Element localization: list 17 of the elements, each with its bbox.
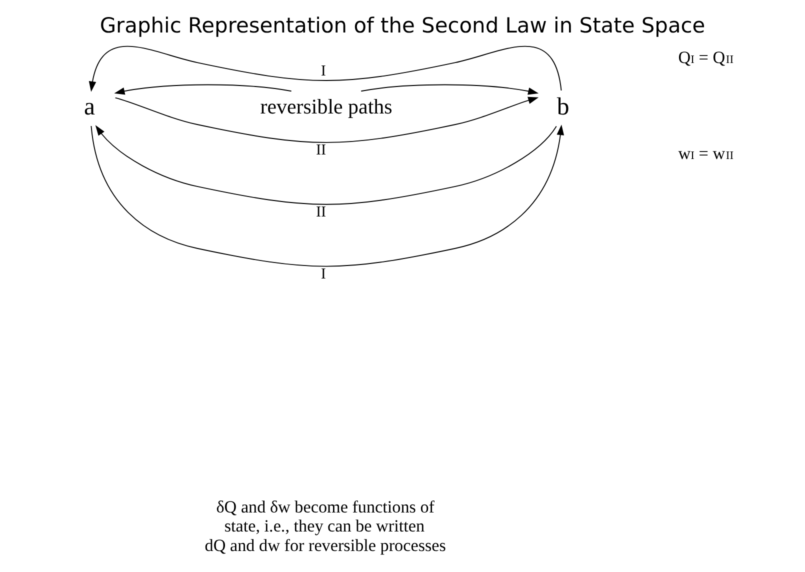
node-text: reversible paths: [260, 94, 392, 119]
edge-label: II: [316, 142, 326, 159]
label: δQ and δw become functions of state, i.e., they can be written dQ and dw for reversible processes: [204, 498, 446, 555]
edge-label: II: [316, 204, 326, 221]
edge-label: I: [320, 266, 326, 282]
node-text: a: [84, 93, 96, 120]
diagram-title: Graphic Representation of the Second Law in State Space: [100, 14, 706, 38]
edge-label: I: [320, 62, 326, 80]
arrow: [360, 84, 539, 95]
arrow: [114, 96, 539, 143]
arrow: [88, 46, 562, 92]
label: QI = QII: [678, 48, 734, 67]
arrow: [90, 124, 564, 267]
node-text: b: [556, 93, 570, 120]
arrow: [114, 84, 292, 95]
label: wI = wII: [678, 144, 734, 164]
arrow: [95, 125, 557, 205]
